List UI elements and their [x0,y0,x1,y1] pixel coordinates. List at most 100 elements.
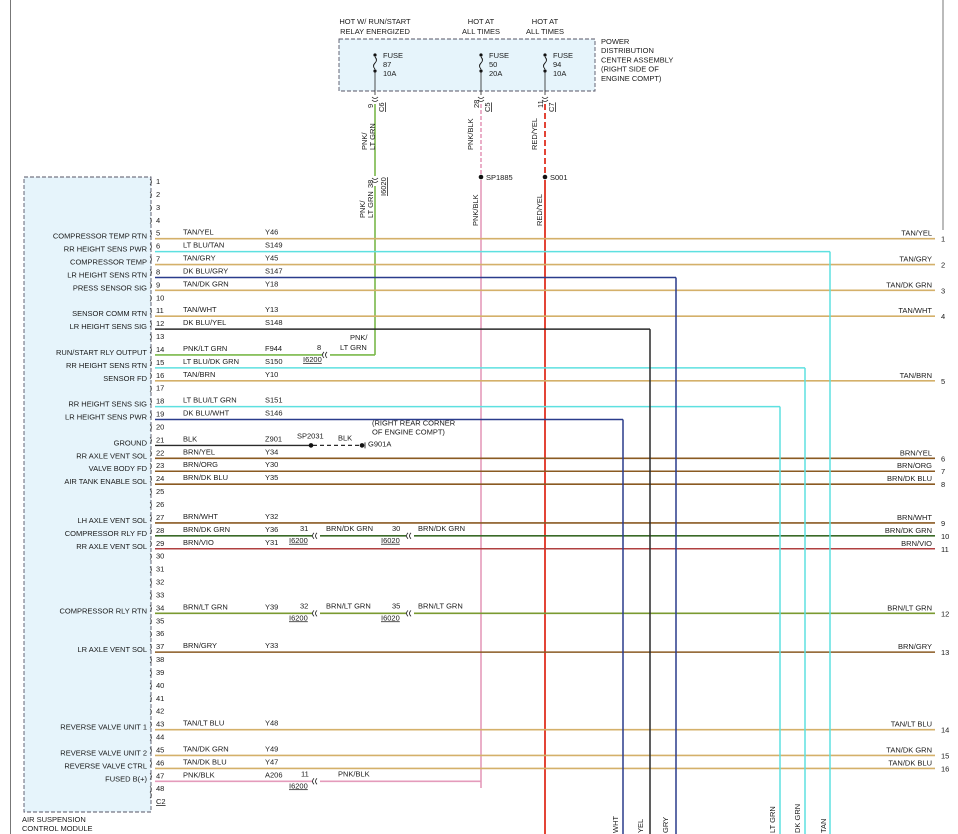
pin-14-circuit: F944 [265,344,282,353]
right-color-9: BRN/WHT [897,513,932,522]
hot-label-2-l1: HOT AT [532,17,559,26]
fuse-0-wire-color: PNK/ [360,132,369,150]
right-num-8: 8 [941,480,945,489]
pin-24-num: 24 [156,474,164,483]
pin-17-num: 17 [156,384,164,393]
pin-28-ic1-num: 31 [300,524,308,533]
pin-10-sym [149,295,152,302]
fuse-2-amp: 10A [553,69,566,78]
pin-8-func: LR HEIGHT SENS RTN [67,270,147,279]
pin-36-num: 36 [156,629,164,638]
fuse-2-top-dot [543,53,547,57]
fuse-0-conn: C6 [377,102,386,112]
pnkblk-vlabel: PNK/BLK [471,194,480,226]
pin-8-color: DK BLU/GRY [183,266,228,275]
right-num-12: 12 [941,609,949,618]
pin-14-ic-name: I6200 [303,355,322,364]
right-num-4: 4 [941,312,945,321]
fuse-0-word: FUSE [383,51,403,60]
right-num-6: 6 [941,454,945,463]
fuse-1-conn-sym [477,96,485,102]
pin-35-num: 35 [156,616,164,625]
pin-37-num: 37 [156,642,164,651]
pin-45-circuit: Y49 [265,744,278,753]
pin-13-sym [149,333,152,341]
pin-3-num: 3 [156,203,160,212]
pin-47-func: FUSED B(+) [105,774,147,783]
pin-22-sym [149,450,152,457]
pin-9-num: 9 [156,280,160,289]
pdc-name-0: POWER [601,37,630,46]
fuse-1-conn: C5 [483,102,492,112]
pin-29-color: BRN/VIO [183,538,214,547]
right-num-15: 15 [941,751,949,760]
pin-28-ic2-a [406,532,409,540]
pin-20-sym [149,424,152,431]
ground-splice-label: SP2031 [297,431,324,440]
right-num-1: 1 [941,235,945,244]
bottom-label-2: GRY [661,817,670,833]
pin-28-end-color: BRN/DK GRN [418,524,465,533]
pin-29-sym [149,540,152,548]
pin-25-sym [149,488,152,496]
pin-21-sym [149,437,152,444]
pin-18-num: 18 [156,397,164,406]
right-color-2: TAN/GRY [899,255,932,264]
pin-29-circuit: Y31 [265,538,278,547]
right-color-16: TAN/DK BLU [888,758,932,767]
pin-34-ic2-num: 35 [392,601,400,610]
pin-40-num: 40 [156,681,164,690]
pin-34-ic1-num: 32 [300,601,308,610]
pin-32-num: 32 [156,578,164,587]
pin-34-color: BRN/LT GRN [183,602,228,611]
pin-20-num: 20 [156,422,164,431]
pin-24-func: AIR TANK ENABLE SOL [64,477,147,486]
pin-42-num: 42 [156,707,164,716]
hot-label-0-l1: HOT W/ RUN/START [339,17,411,26]
pin-3-sym [149,204,152,212]
right-num-11: 11 [941,545,949,554]
pin-16-color: TAN/BRN [183,370,215,379]
pin-9-color: TAN/DK GRN [183,279,229,288]
pin-14-sym [149,346,152,354]
redyel-vlabel: RED/YEL [535,194,544,226]
pin-27-color: BRN/WHT [183,512,218,521]
pin-19-sym [149,411,152,418]
bottom-label-0: WHT [611,816,620,833]
right-color-7: BRN/ORG [897,461,932,470]
pin-11-sym [149,307,152,315]
pin-43-num: 43 [156,720,164,729]
pin-47-ic-name: I6200 [289,781,308,790]
right-color-3: TAN/DK GRN [886,280,932,289]
pin-21-circuit: Z901 [265,434,282,443]
pin-34-mid-color: BRN/LT GRN [326,601,371,610]
hot-label-1-l2: ALL TIMES [462,27,500,36]
pin-34-num: 34 [156,603,164,612]
pin-15-func: RR HEIGHT SENS RTN [66,361,147,370]
pin-33-num: 33 [156,590,164,599]
pin-5-func: COMPRESSOR TEMP RTN [53,232,147,241]
pin-23-color: BRN/ORG [183,460,218,469]
pin-47-num: 47 [156,771,164,780]
pin-46-color: TAN/DK BLU [183,757,227,766]
fuse-2-word: FUSE [553,51,573,60]
right-color-8: BRN/DK BLU [887,474,932,483]
pin-48-sym [149,785,152,793]
pin-28-ic2-b [409,532,412,540]
ground-splice-dot [308,443,314,448]
pin-27-sym [149,514,152,522]
hot-label-0-l2: RELAY ENERGIZED [340,27,410,36]
pin-4-num: 4 [156,216,160,225]
bottom-label-5: TAN [819,819,828,833]
right-color-5: TAN/BRN [900,371,932,380]
pin-14-num: 14 [156,345,164,354]
pin-8-num: 8 [156,267,160,276]
pin-22-num: 22 [156,448,164,457]
bottom-label-4: DK GRN [793,804,802,833]
pin-8-circuit: S147 [265,266,283,275]
pin-12-circuit: S148 [265,318,283,327]
fuse-1-wire-color: PNK/BLK [466,118,475,150]
pin-1-num: 1 [156,177,160,186]
pin-37-circuit: Y33 [265,641,278,650]
